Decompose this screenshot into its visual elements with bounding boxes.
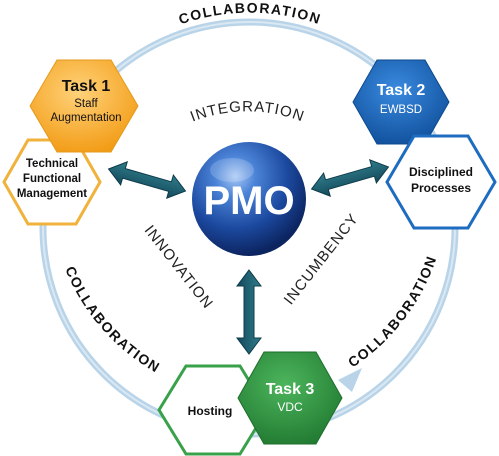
arrows (107, 159, 390, 355)
task-1-title: Task 1 (62, 78, 111, 95)
task-1-line1: Staff (74, 98, 98, 110)
hex-task-3: Task 3 VDC (237, 351, 343, 445)
collaboration-label-left: COLLABORATION (62, 264, 163, 376)
hosting-label: Hosting (188, 404, 233, 418)
integration-label: INTEGRATION (188, 98, 307, 125)
hex-hosting: Hosting (157, 364, 269, 456)
hex-disciplined-processes: Disciplined Processes (385, 134, 497, 230)
task-2-line1: EWBSD (380, 104, 422, 116)
ring-arrowhead (338, 368, 362, 392)
task-3-title: Task 3 (266, 381, 315, 398)
pmo-sphere: PMO (192, 142, 306, 256)
arrow-down-double (236, 269, 262, 355)
hex-technical-functional-management: Technical Functional Management (2, 138, 102, 226)
task-3-line1: VDC (277, 400, 303, 414)
disciplined-label: Disciplined (409, 165, 473, 179)
hex-task-1: Task 1 Staff Augmentation (29, 59, 139, 153)
innovation-label: INNOVATION (141, 222, 217, 312)
management-label: Management (17, 188, 87, 200)
task-2-title: Task 2 (377, 82, 426, 99)
technical-label: Technical (26, 158, 78, 170)
arrow-right-double (310, 159, 390, 197)
processes-label: Processes (411, 181, 471, 195)
hex-task-2: Task 2 EWBSD (352, 59, 450, 145)
task-1-line2: Augmentation (51, 112, 122, 124)
functional-label: Functional (23, 173, 81, 185)
collaboration-label-right: COLLABORATION (345, 253, 440, 370)
pmo-label: PMO (203, 179, 294, 223)
arrow-left-double (107, 161, 187, 199)
